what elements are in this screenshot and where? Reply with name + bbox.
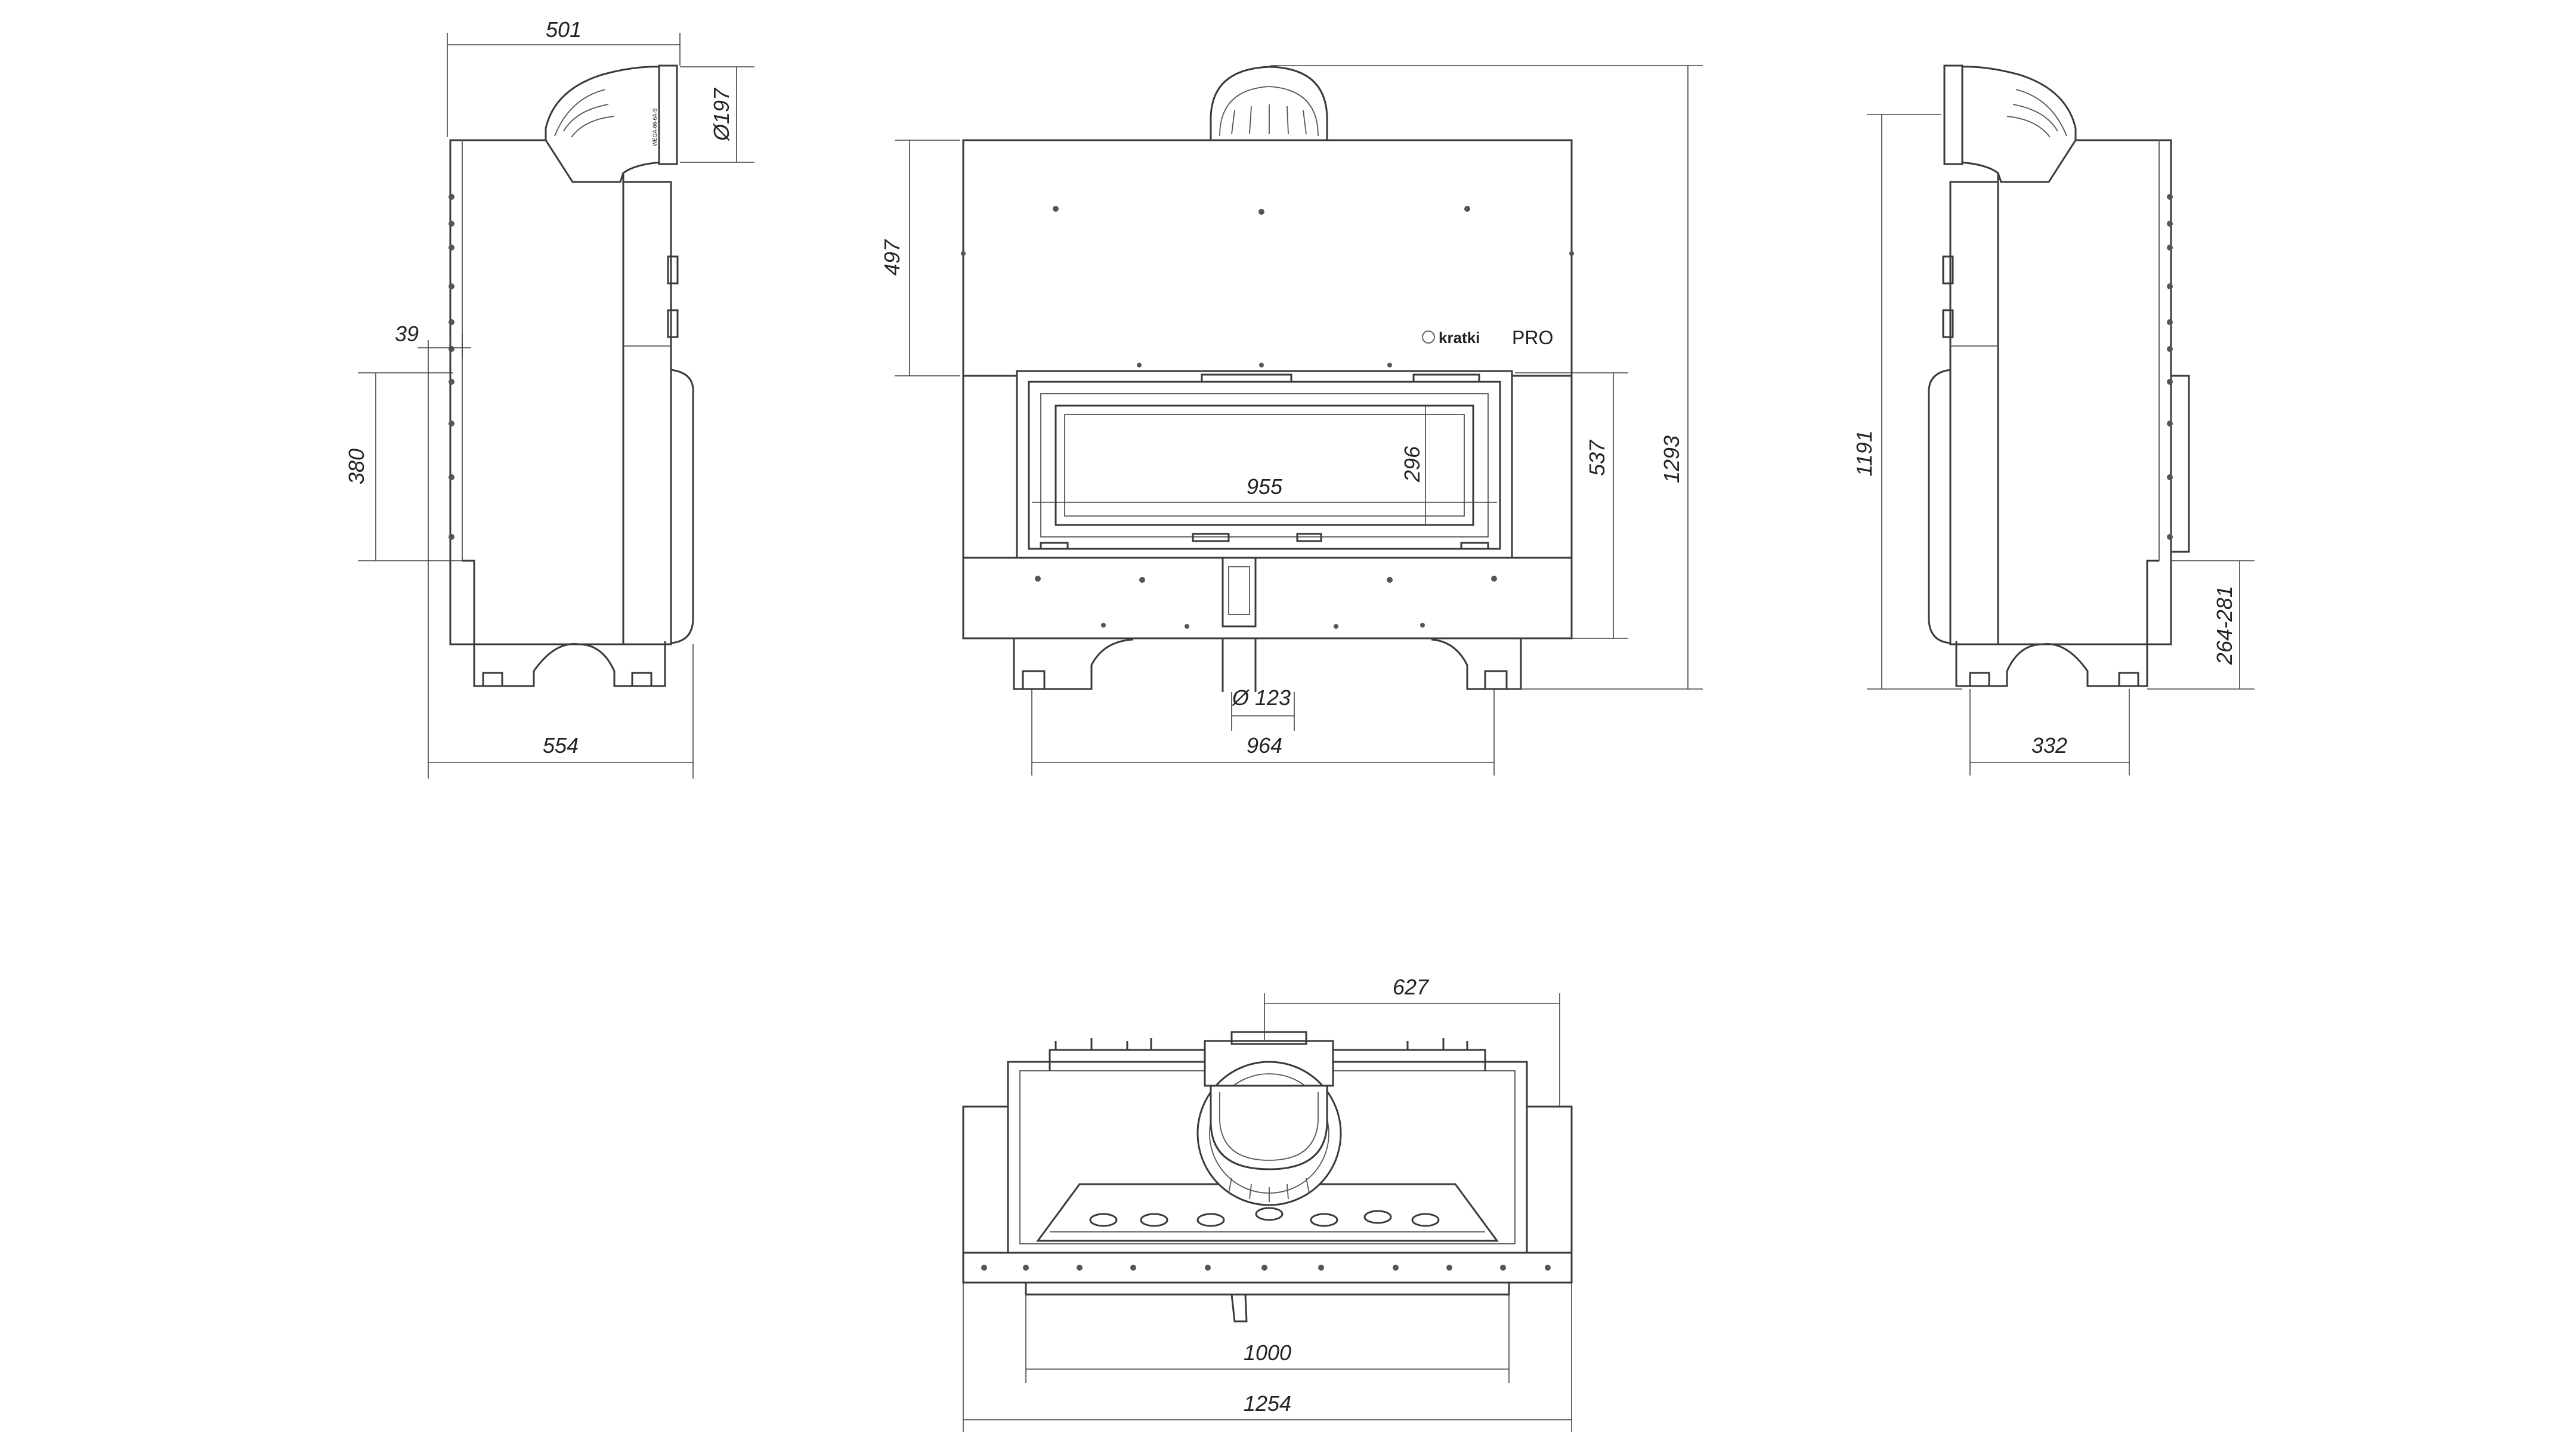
svg-text:627: 627 — [1393, 975, 1430, 999]
front-view: kratki PRO 497 296 955 537 — [880, 65, 1703, 776]
side-right-flue-elbow — [1943, 64, 2077, 183]
side-view-left: WEGA-66-6A-S 501 Ø197 39 380 — [344, 17, 754, 778]
svg-text:332: 332 — [2031, 733, 2067, 758]
svg-text:537: 537 — [1585, 439, 1609, 476]
dim-537: 537 — [1515, 372, 1628, 639]
front-door-frame — [1016, 370, 1513, 559]
svg-text:1293: 1293 — [1659, 435, 1684, 483]
svg-text:1254: 1254 — [1244, 1391, 1291, 1416]
dim-332: 332 — [1969, 689, 2130, 776]
dim-air-inlet: Ø 123 — [1231, 685, 1295, 731]
dim-380: 380 — [344, 372, 462, 561]
dim-264-281: 264-281 — [2147, 560, 2255, 690]
brand-logo: kratki PRO — [1422, 327, 1553, 348]
dim-501: 501 — [447, 17, 681, 137]
dim-39: 39 — [395, 322, 471, 358]
svg-text:501: 501 — [546, 17, 582, 42]
side-right-body — [1997, 139, 2172, 645]
top-flue-ring — [1196, 1061, 1342, 1206]
side-right-door-glass — [1928, 369, 1951, 644]
dim-554: 554 — [428, 340, 694, 778]
top-screws — [981, 1265, 1551, 1271]
top-holes — [1089, 1207, 1440, 1227]
side-right-legs — [1955, 638, 2148, 687]
side-left-bolts — [449, 194, 454, 540]
top-air-inlet — [1230, 1294, 1248, 1323]
dim-1254: 1254 — [963, 1283, 1572, 1432]
front-leg-right — [1431, 638, 1522, 690]
dim-flue-diameter: Ø197 — [680, 66, 754, 163]
side-view-right: 1191 264-281 332 — [1852, 64, 2255, 776]
dim-497: 497 — [880, 140, 960, 376]
side-right-door-frame — [1949, 181, 1999, 645]
svg-text:39: 39 — [395, 322, 419, 346]
front-glass — [1054, 404, 1474, 526]
dim-955: 955 — [1032, 474, 1497, 503]
svg-text:554: 554 — [543, 733, 579, 758]
dim-296: 296 — [1400, 406, 1426, 525]
side-left-legs — [473, 638, 666, 687]
svg-text:1000: 1000 — [1244, 1340, 1291, 1365]
front-lower-panel — [962, 557, 1573, 640]
dim-1191: 1191 — [1852, 114, 1962, 690]
top-fittings — [1054, 1038, 1468, 1050]
svg-text:296: 296 — [1400, 446, 1424, 483]
top-view: 627 1000 1254 — [962, 975, 1573, 1432]
front-leg-left — [1013, 638, 1134, 690]
svg-text:Ø 123: Ø 123 — [1232, 685, 1291, 710]
top-baffle — [1036, 1183, 1499, 1242]
front-air-inlet — [1221, 557, 1257, 628]
dim-627: 627 — [1264, 975, 1560, 1107]
side-left-door-frame — [622, 181, 672, 645]
svg-text:964: 964 — [1247, 733, 1282, 758]
svg-text:Ø197: Ø197 — [709, 87, 734, 141]
side-right-bolts — [2167, 194, 2173, 540]
side-left-door-glass — [670, 369, 694, 644]
svg-text:PRO: PRO — [1512, 327, 1553, 348]
svg-text:380: 380 — [344, 449, 369, 484]
svg-text:497: 497 — [880, 239, 904, 276]
front-screws — [961, 206, 1574, 629]
dim-1000: 1000 — [1025, 1295, 1510, 1383]
svg-text:264-281: 264-281 — [2212, 586, 2237, 665]
dim-1293: 1293 — [1270, 65, 1703, 690]
front-upper-panel — [962, 139, 1573, 377]
svg-text:955: 955 — [1247, 474, 1283, 499]
front-flue-dome — [1210, 66, 1328, 141]
model-label-vertical: WEGA-66-6A-S — [652, 108, 658, 146]
side-left-flue-elbow — [545, 64, 678, 183]
side-left-body — [449, 139, 624, 645]
svg-text:kratki: kratki — [1439, 329, 1480, 347]
svg-text:1191: 1191 — [1852, 430, 1876, 476]
dim-964: 964 — [1031, 689, 1495, 776]
